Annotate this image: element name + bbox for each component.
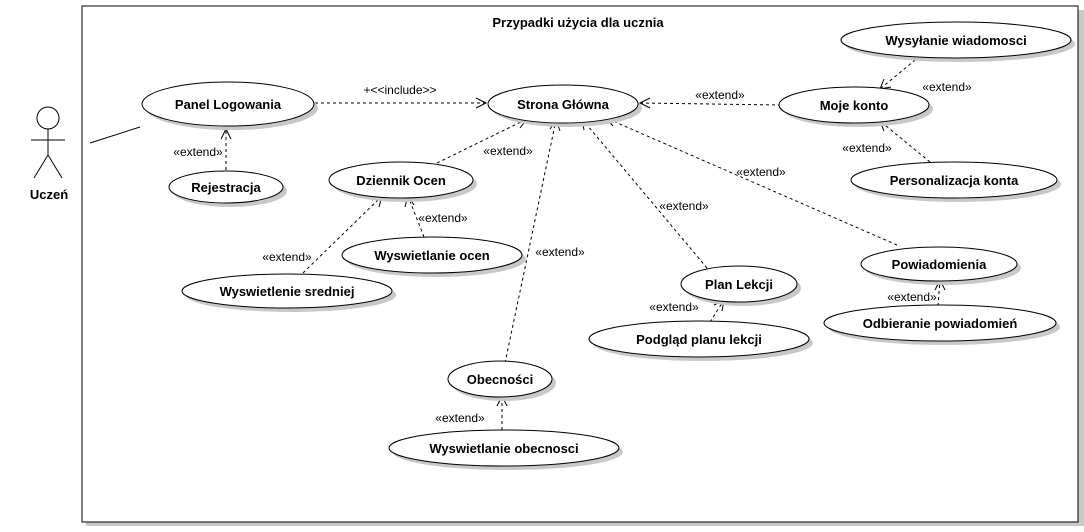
system-title: Przypadki użycia dla ucznia — [492, 15, 664, 30]
use-case-wyswietlenie-sredniej[interactable]: Wyswietlenie sredniej — [181, 273, 396, 312]
use-case-strona-glowna[interactable]: Strona Główna — [487, 84, 642, 127]
extend-label-wyswietlenie-sredniej: «extend» — [262, 250, 312, 264]
extend-label-wyswietlanie-obecnosci: «extend» — [435, 411, 485, 425]
extend-label-wysylanie: «extend» — [922, 80, 972, 94]
use-case-wysylanie-wiadomosci[interactable]: Wysyłanie wiadomosci — [840, 21, 1075, 62]
use-case-label: Wyswietlanie obecnosci — [429, 441, 578, 456]
use-case-obecnosci[interactable]: Obecności — [447, 360, 556, 401]
actor-association — [89, 126, 141, 144]
use-case-podglad-planu-lekcji[interactable]: Podgląd planu lekcji — [588, 320, 813, 361]
use-case-label: Wyswietlenie sredniej — [220, 284, 355, 299]
use-case-panel-logowania[interactable]: Panel Logowania — [141, 81, 318, 130]
use-case-label: Moje konto — [820, 98, 889, 113]
extend-label-odbieranie: «extend» — [887, 290, 937, 304]
extend-label-powiadomienia: «extend» — [736, 165, 786, 179]
use-case-label: Odbieranie powiadomień — [863, 316, 1018, 331]
extend-label-moje-konto: «extend» — [695, 88, 745, 102]
use-case-powiadomienia[interactable]: Powiadomienia — [860, 246, 1021, 285]
include-label: +<<include>> — [363, 83, 436, 97]
use-case-label: Podgląd planu lekcji — [636, 332, 762, 347]
use-case-moje-konto[interactable]: Moje konto — [778, 86, 933, 127]
use-case-label: Personalizacja konta — [890, 173, 1019, 188]
use-case-label: Rejestracja — [191, 180, 261, 195]
extend-label-obecnosci: «extend» — [535, 245, 585, 259]
use-case-wyswietlanie-ocen[interactable]: Wyswietlanie ocen — [341, 236, 526, 277]
use-case-dziennik-ocen[interactable]: Dziennik Ocen — [328, 161, 477, 202]
use-case-label: Wysyłanie wiadomosci — [885, 33, 1026, 48]
extend-label-plan: «extend» — [659, 199, 709, 213]
use-case-personalizacja-konta[interactable]: Personalizacja konta — [850, 161, 1061, 202]
use-case-label: Plan Lekcji — [705, 277, 773, 292]
use-case-label: Powiadomienia — [892, 257, 987, 272]
use-case-plan-lekcji[interactable]: Plan Lekcji — [680, 265, 801, 306]
relations: +<<include>> «extend» «extend» «extend» … — [173, 55, 972, 430]
use-case-label: Dziennik Ocen — [356, 173, 446, 188]
extend-label-personalizacja: «extend» — [842, 141, 892, 155]
use-case-odbieranie-powiadomien[interactable]: Odbieranie powiadomień — [823, 304, 1060, 345]
extend-label-wyswietlanie-ocen: «extend» — [418, 211, 468, 225]
use-case-label: Obecności — [467, 372, 533, 387]
use-case-wyswietlanie-obecnosci[interactable]: Wyswietlanie obecnosci — [388, 429, 623, 470]
use-case-label: Panel Logowania — [175, 97, 282, 112]
actor-figure[interactable] — [31, 106, 65, 179]
use-case-rejestracja[interactable]: Rejestracja — [168, 170, 287, 207]
extend-label-rejestracja: «extend» — [173, 145, 223, 159]
extend-label-podglad: «extend» — [649, 300, 699, 314]
use-case-label: Wyswietlanie ocen — [374, 248, 489, 263]
extend-label-dziennik: «extend» — [483, 144, 533, 158]
use-case-label: Strona Główna — [517, 97, 610, 112]
actor-name: Uczeń — [30, 187, 68, 202]
